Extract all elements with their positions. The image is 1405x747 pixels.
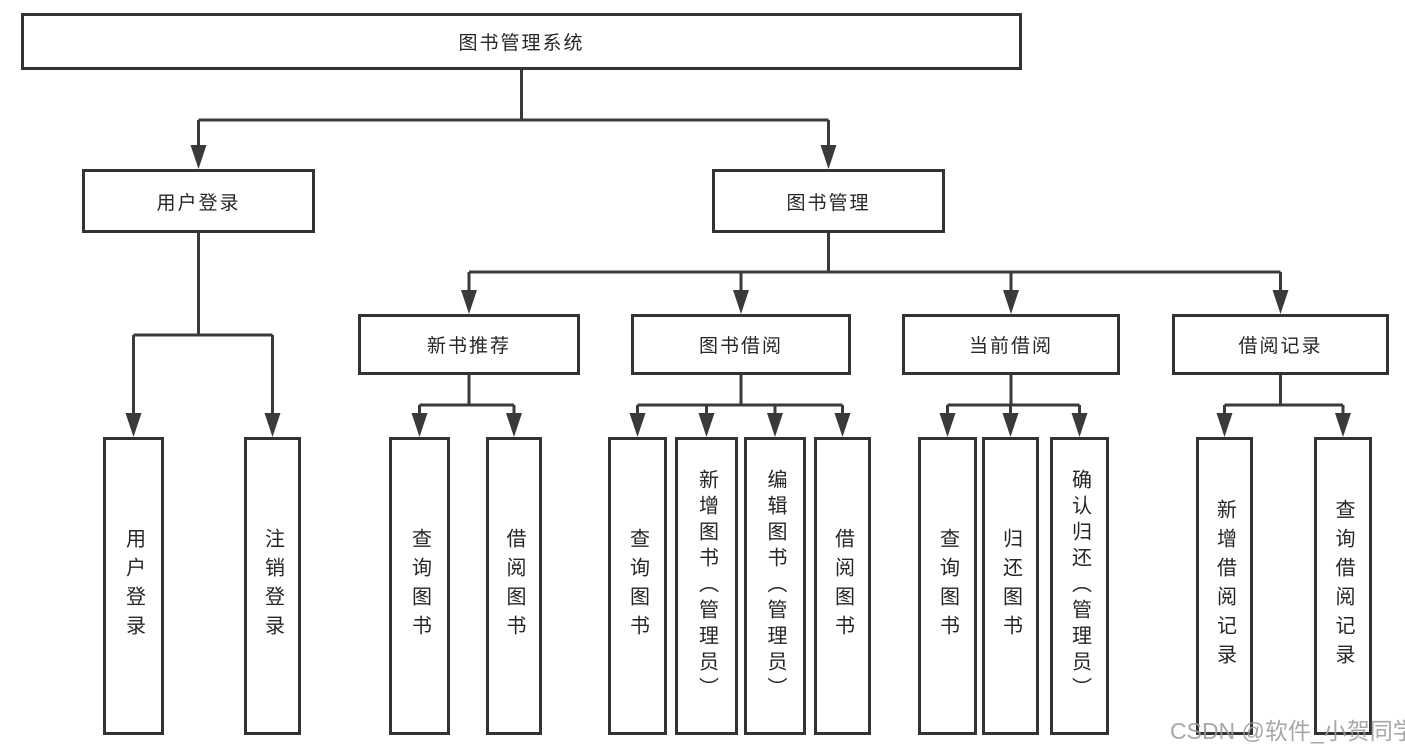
node-label: 确认归还（管理员） (1068, 469, 1091, 703)
leaf-add-book-admin: 新增图书（管理员） (675, 437, 738, 735)
node-label: 图书管理系统 (458, 33, 585, 54)
node-label: 查询图书 (408, 528, 431, 644)
leaf-edit-book-admin: 编辑图书（管理员） (744, 437, 806, 735)
node-label: 借阅图书 (831, 528, 854, 644)
leaf-borrow-books-recommend: 借阅图书 (486, 437, 542, 735)
leaf-confirm-return-admin: 确认归还（管理员） (1050, 437, 1109, 735)
node-user-login: 用户登录 (82, 169, 315, 233)
node-label: 借阅图书 (503, 528, 525, 644)
node-label: 用户登录 (122, 528, 145, 644)
node-label: 当前借阅 (968, 336, 1053, 357)
leaf-query-books-recommend: 查询图书 (389, 437, 450, 735)
node-label: 新书推荐 (426, 336, 511, 357)
node-label: 图书管理 (786, 192, 871, 214)
node-label: 注销登录 (261, 528, 284, 644)
node-root: 图书管理系统 (21, 13, 1022, 70)
node-label: 图书借阅 (698, 336, 783, 357)
node-label: 查询图书 (936, 528, 959, 644)
node-new-book-recommend: 新书推荐 (358, 314, 580, 375)
node-label: 借阅记录 (1238, 336, 1323, 357)
node-label: 归还图书 (999, 528, 1022, 644)
leaf-user-login: 用户登录 (103, 437, 164, 735)
leaf-return-book: 归还图书 (982, 437, 1039, 735)
leaf-query-books-current: 查询图书 (918, 437, 977, 735)
leaf-query-borrow-record: 查询借阅记录 (1314, 437, 1372, 735)
node-label: 编辑图书（管理员） (764, 469, 786, 703)
leaf-add-borrow-record: 新增借阅记录 (1196, 437, 1253, 735)
node-label: 用户登录 (156, 192, 241, 214)
leaf-query-books-borrowing: 查询图书 (608, 437, 667, 735)
node-label: 查询图书 (626, 528, 649, 644)
node-borrowing-records: 借阅记录 (1172, 314, 1389, 375)
node-book-management: 图书管理 (712, 169, 945, 233)
node-book-borrowing: 图书借阅 (631, 314, 851, 375)
leaf-logout: 注销登录 (244, 437, 301, 735)
node-current-borrowing: 当前借阅 (902, 314, 1120, 375)
leaf-borrow-books-borrowing: 借阅图书 (814, 437, 871, 735)
node-label: 新增借阅记录 (1213, 499, 1236, 673)
watermark: CSDN @软件_小贺同学 (1170, 718, 1405, 744)
node-label: 新增图书（管理员） (695, 469, 718, 703)
node-label: 查询借阅记录 (1332, 499, 1354, 673)
